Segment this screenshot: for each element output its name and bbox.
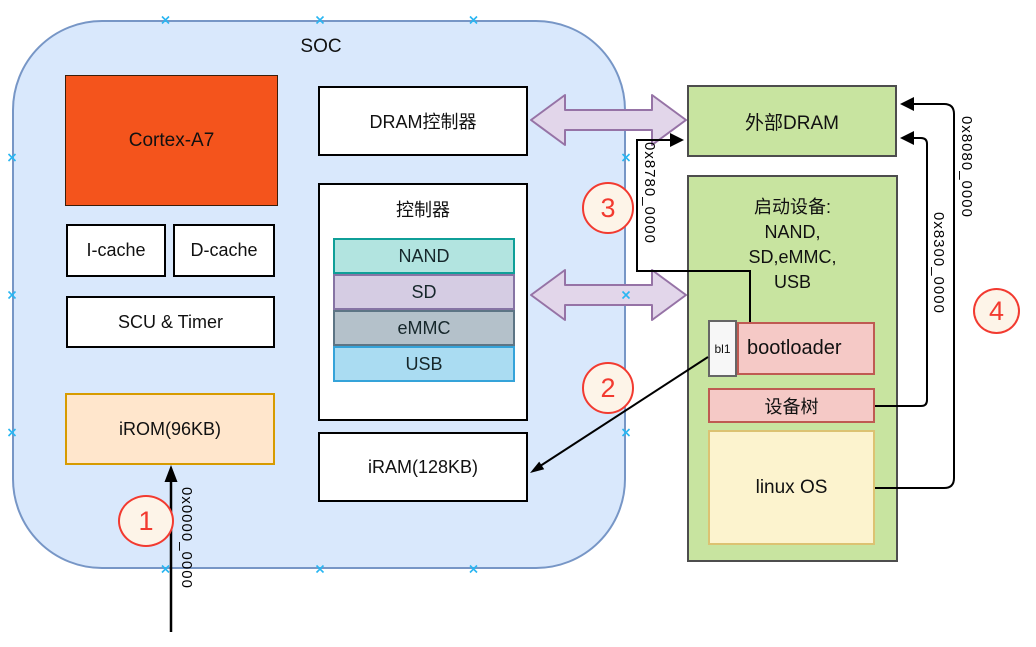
connection-point-icon bbox=[315, 15, 325, 25]
step-1-badge[interactable]: 1 bbox=[118, 495, 174, 547]
devtree-to-dram-connector[interactable] bbox=[875, 137, 928, 407]
connection-point-icon bbox=[7, 290, 17, 300]
connection-point-icon bbox=[621, 290, 631, 300]
connection-point-icon bbox=[469, 564, 478, 574]
emmc-row[interactable]: eMMC bbox=[333, 310, 515, 346]
bl1-to-iram-connector[interactable] bbox=[533, 356, 709, 471]
nand-label: NAND bbox=[398, 245, 450, 266]
soc-label: SOC bbox=[300, 36, 342, 57]
connection-point-icon bbox=[315, 564, 325, 574]
step-3-number: 3 bbox=[600, 192, 616, 223]
boot-device-line2: NAND, bbox=[764, 222, 821, 242]
linux-os-node[interactable]: linux OS bbox=[708, 430, 875, 545]
external-dram-label: 外部DRAM bbox=[745, 112, 839, 134]
bl1-label: bl1 bbox=[714, 341, 731, 356]
bl1-to-iram-arrowhead bbox=[530, 461, 545, 473]
bootloader-node[interactable]: bootloader bbox=[737, 322, 875, 375]
step-4-badge[interactable]: 4 bbox=[973, 288, 1020, 334]
usb-label: USB bbox=[405, 353, 443, 374]
controller-bidirectional-arrow[interactable] bbox=[530, 269, 687, 321]
cortex-a7-label: Cortex-A7 bbox=[128, 129, 215, 151]
linux-os-label: linux OS bbox=[755, 476, 828, 498]
step-2-number: 2 bbox=[600, 372, 616, 403]
icache-node[interactable]: I-cache bbox=[66, 224, 166, 277]
linuxos-to-dram-connector[interactable] bbox=[875, 103, 955, 489]
addr-label-devtree: 0x8300_0000 bbox=[930, 212, 947, 314]
dcache-label: D-cache bbox=[190, 240, 258, 260]
bootloader-to-dram-connector[interactable] bbox=[636, 139, 751, 322]
step-3-badge[interactable]: 3 bbox=[582, 182, 634, 234]
iram-node[interactable]: iRAM(128KB) bbox=[318, 432, 528, 502]
irom-node[interactable]: iROM(96KB) bbox=[65, 393, 275, 465]
bootloader-label: bootloader bbox=[747, 337, 842, 359]
controller-label: 控制器 bbox=[396, 200, 450, 220]
usb-row[interactable]: USB bbox=[333, 346, 515, 382]
scu-timer-node[interactable]: SCU & Timer bbox=[66, 296, 275, 348]
iram-label: iRAM(128KB) bbox=[367, 456, 479, 477]
bl1-node[interactable]: bl1 bbox=[708, 320, 737, 377]
icache-label: I-cache bbox=[86, 240, 146, 260]
linuxos-to-dram-arrowhead bbox=[900, 97, 914, 111]
cortex-a7-node[interactable]: Cortex-A7 bbox=[65, 75, 278, 206]
connection-point-icon bbox=[469, 15, 478, 25]
external-dram-node[interactable]: 外部DRAM bbox=[687, 85, 897, 157]
connection-point-icon bbox=[7, 428, 17, 437]
boot-device-line3: SD,eMMC, bbox=[748, 247, 837, 267]
dcache-node[interactable]: D-cache bbox=[173, 224, 275, 277]
addr-label-kernel: 0x8080_0000 bbox=[958, 116, 975, 218]
devtree-to-dram-arrowhead bbox=[900, 131, 914, 145]
step-4-number: 4 bbox=[988, 295, 1005, 326]
connection-point-icon bbox=[621, 428, 631, 437]
boot-device-line1: 启动设备: bbox=[753, 197, 831, 217]
dram-controller-node[interactable]: DRAM控制器 bbox=[318, 86, 528, 156]
emmc-label: eMMC bbox=[397, 317, 451, 338]
dram-controller-label: DRAM控制器 bbox=[369, 112, 477, 132]
device-tree-node[interactable]: 设备树 bbox=[708, 388, 875, 423]
device-tree-label: 设备树 bbox=[764, 396, 819, 417]
connection-point-icon bbox=[621, 153, 631, 162]
reset-to-irom-arrowhead bbox=[164, 465, 178, 482]
connection-point-icon bbox=[161, 15, 170, 25]
nand-row[interactable]: NAND bbox=[333, 238, 515, 274]
sd-label: SD bbox=[411, 281, 437, 302]
sd-row[interactable]: SD bbox=[333, 274, 515, 310]
addr-label-bootloader: 0x8780_0000 bbox=[641, 142, 658, 244]
connection-point-icon bbox=[7, 153, 17, 162]
step-2-badge[interactable]: 2 bbox=[582, 362, 634, 414]
step-1-number: 1 bbox=[138, 505, 154, 536]
boot-device-line4: USB bbox=[773, 272, 811, 292]
bootloader-to-dram-arrowhead bbox=[670, 133, 684, 147]
connection-point-icon bbox=[161, 564, 170, 574]
dram-bidirectional-arrow[interactable] bbox=[530, 94, 687, 146]
connection-point-handles[interactable] bbox=[7, 15, 631, 574]
irom-label: iROM(96KB) bbox=[118, 418, 221, 439]
scu-timer-label: SCU & Timer bbox=[117, 311, 223, 332]
addr-label-irom: 0x0000_0000 bbox=[178, 487, 195, 589]
